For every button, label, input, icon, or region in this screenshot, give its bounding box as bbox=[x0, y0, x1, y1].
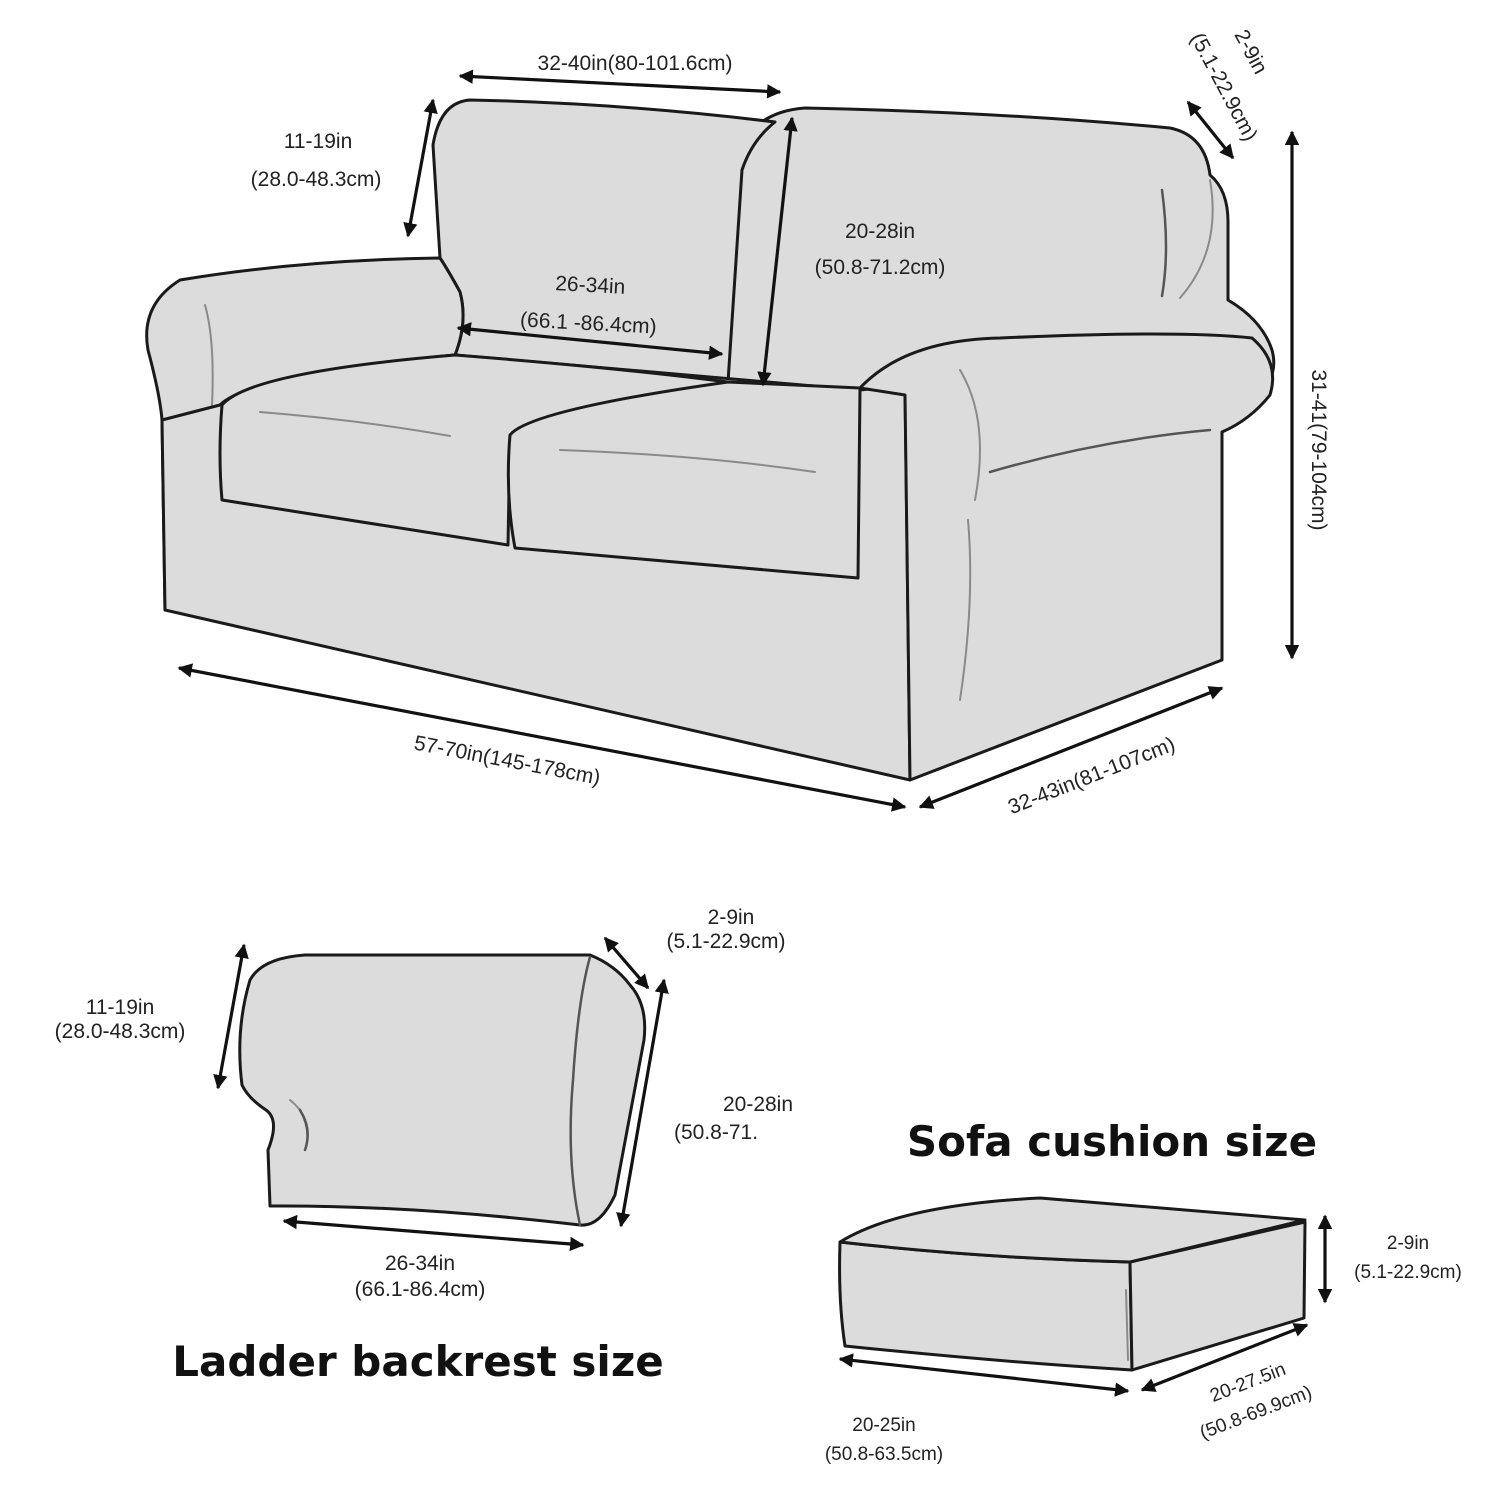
seat-width-label-in: 26-34in bbox=[555, 272, 626, 299]
cushion-dimension-arrows bbox=[838, 1214, 1333, 1397]
cushion-thickness-label-cm: (5.1-22.9cm) bbox=[1354, 1262, 1462, 1283]
backrest-heading: Ladder backrest size bbox=[172, 1337, 664, 1386]
backrest-height-label-cm: (28.0-48.3cm) bbox=[55, 1020, 186, 1043]
cushion-top-face bbox=[838, 1196, 1307, 1264]
back-full-height-label-cm: (50.8-71.2cm) bbox=[815, 256, 946, 279]
backrest-labels: 2-9in (5.1-22.9cm) 11-19in (28.0-48.3cm)… bbox=[55, 906, 793, 1386]
cushion-width-label-cm: (50.8-63.5cm) bbox=[825, 1444, 943, 1465]
backrest-height-arrow bbox=[213, 943, 249, 1090]
backrest-width-arrow bbox=[282, 1214, 585, 1252]
sofa-right-arm bbox=[858, 332, 1275, 782]
cushion-depth-arrow bbox=[1140, 1323, 1309, 1392]
total-height-label: 31-41(79-104cm) bbox=[1307, 369, 1330, 530]
back-thickness-arrow bbox=[1186, 100, 1235, 160]
back-height-label-cm: (28.0-48.3cm) bbox=[251, 168, 382, 191]
back-width-label: 32-40in(80-101.6cm) bbox=[538, 52, 733, 75]
total-depth-arrow bbox=[918, 686, 1224, 809]
back-height-arrow bbox=[403, 98, 438, 238]
backrest-illustration bbox=[238, 953, 647, 1227]
backrest-width-label-in: 26-34in bbox=[385, 1252, 455, 1275]
backrest-thickness-label-in: 2-9in bbox=[708, 906, 755, 929]
back-thickness-label-in: 2-9in bbox=[1230, 26, 1272, 78]
backrest-full-height-label-in: 20-28in bbox=[723, 1093, 793, 1116]
backrest-shape bbox=[238, 953, 647, 1227]
sofa-dimension-arrows bbox=[177, 69, 1300, 812]
sofa-left-back-cushion bbox=[431, 98, 777, 384]
back-width-arrow bbox=[458, 69, 782, 99]
cushion-thickness-label-in: 2-9in bbox=[1387, 1233, 1429, 1254]
backrest-width-label-cm: (66.1-86.4cm) bbox=[355, 1278, 486, 1301]
backrest-height-label-in: 11-19in bbox=[86, 996, 155, 1019]
backrest-dimension-arrows bbox=[213, 936, 669, 1252]
total-depth-label: 32-43in(81-107cm) bbox=[1005, 733, 1179, 819]
sofa-illustration bbox=[145, 98, 1276, 782]
back-full-height-arrow bbox=[757, 116, 798, 387]
backrest-full-height-label-cm: (50.8-71. bbox=[674, 1121, 758, 1144]
cushion-illustration bbox=[838, 1196, 1307, 1372]
back-height-label-in: 11-19in bbox=[284, 130, 353, 153]
total-length-arrow bbox=[177, 663, 907, 812]
sofa-right-seat-cushion bbox=[506, 380, 862, 580]
backrest-thickness-label-cm: (5.1-22.9cm) bbox=[666, 930, 785, 953]
backrest-full-height-arrow bbox=[616, 978, 669, 1228]
cushion-width-arrow bbox=[838, 1353, 1130, 1397]
back-full-height-label-in: 20-28in bbox=[845, 220, 915, 243]
seat-width-arrow bbox=[456, 322, 724, 360]
cushion-heading: Sofa cushion size bbox=[907, 1117, 1317, 1166]
total-length-label: 57-70in(145-178cm) bbox=[412, 732, 602, 790]
cushion-width-label-in: 20-25in bbox=[852, 1415, 915, 1436]
